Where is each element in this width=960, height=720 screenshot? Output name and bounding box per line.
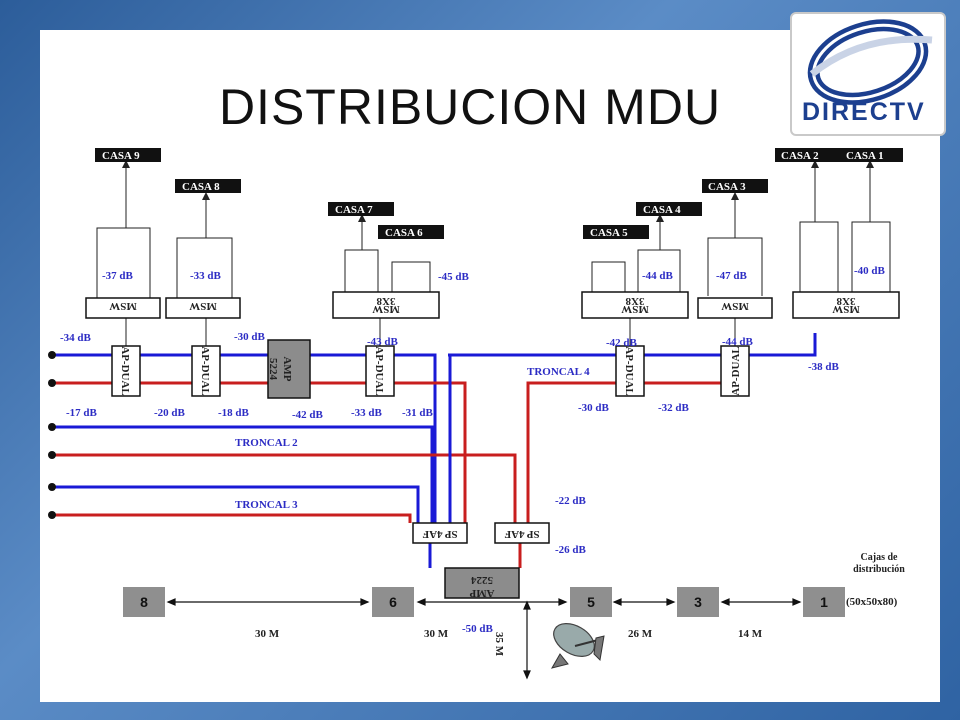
box-5-label: 5	[587, 594, 595, 610]
sp4af-1-label: SP 4AF	[422, 528, 457, 540]
casa-3-label: CASA 3	[708, 181, 746, 193]
trunk-terminals	[48, 351, 56, 519]
distance-label: 30 M	[424, 628, 449, 640]
db-label: -47 dB	[716, 270, 748, 282]
db-label: -20 dB	[154, 407, 186, 419]
db-label: -38 dB	[808, 361, 840, 373]
msw3x8-2-label: MSW	[621, 303, 649, 315]
box-3-label: 3	[694, 594, 702, 610]
msw3x8-3-label: MSW	[832, 303, 860, 315]
msw-1-label: MSW	[109, 300, 137, 312]
msw3x8-1-label: MSW	[372, 303, 400, 315]
arrowheads	[122, 160, 874, 222]
db-label: -44 dB	[642, 270, 674, 282]
directv-logo: DIRECTV	[790, 12, 946, 136]
casa-4-label: CASA 4	[643, 204, 681, 216]
sp4af-2-label: SP 4AF	[504, 528, 539, 540]
db-label: -33 dB	[351, 407, 383, 419]
distance-label: 14 M	[738, 628, 763, 640]
db-label: -32 dB	[658, 402, 690, 414]
distance-label: 30 M	[255, 628, 280, 640]
msw3x8-1-sub: 3X8	[376, 295, 395, 307]
db-label: -42 dB	[606, 337, 638, 349]
casa-7-label: CASA 7	[335, 204, 373, 216]
box-8-label: 8	[140, 594, 148, 610]
ap-dual-4-label: AP-DUAL	[623, 346, 635, 396]
amp-top: AMP 5224	[267, 339, 311, 399]
troncal-2-label: TRONCAL 2	[235, 437, 298, 449]
db-label: -26 dB	[555, 544, 587, 556]
db-label: -43 dB	[367, 336, 399, 348]
db-label: -50 dB	[462, 623, 494, 635]
casa-6-label: CASA 6	[385, 227, 423, 239]
db-label: -37 dB	[102, 270, 134, 282]
amp-top-label: AMP	[281, 356, 293, 381]
ap-dual-1-label: AP-DUAL	[119, 346, 131, 396]
bottom-devices: SP 4AF SP 4AF AMP 5224	[412, 522, 550, 599]
box-6-label: 6	[389, 594, 397, 610]
db-label: -44 dB	[722, 336, 754, 348]
casa-labels: CASA 9 CASA 8 CASA 7 CASA 6 CASA 5 CASA …	[95, 148, 903, 239]
db-label: -31 dB	[402, 407, 434, 419]
distance-labels: 30 M 30 M 26 M 14 M 35 M	[255, 628, 763, 657]
casa-5-label: CASA 5	[590, 227, 628, 239]
amp-bottom-label: AMP	[469, 587, 494, 599]
db-label: -17 dB	[66, 407, 98, 419]
ap-dual-2-label: AP-DUAL	[199, 346, 211, 396]
ap-dual-taps: AP-DUAL AP-DUAL AP-DUAL AP-DUAL AP-DUAL	[111, 345, 750, 397]
cajas-size: (50x50x80)	[846, 596, 898, 608]
trunk-names: TRONCAL 2 TRONCAL 3 TRONCAL 4	[235, 366, 590, 511]
casa-8-label: CASA 8	[182, 181, 220, 193]
distance-arrows	[166, 598, 802, 680]
distribution-boxes: 8 6 5 3 1	[123, 587, 845, 617]
db-label: -30 dB	[234, 331, 266, 343]
db-label: -40 dB	[854, 265, 886, 277]
satellite-dish-icon	[550, 623, 605, 669]
msw3x8-2-sub: 3X8	[625, 295, 644, 307]
ap-dual-3-label: AP-DUAL	[373, 346, 385, 396]
distance-label: 26 M	[628, 628, 653, 640]
troncal-3-label: TRONCAL 3	[235, 499, 298, 511]
cajas-title: Cajas de distribución	[853, 552, 905, 575]
msw-2-label: MSW	[189, 300, 217, 312]
logo-text: DIRECTV	[802, 98, 926, 126]
db-label: -42 dB	[292, 409, 324, 421]
db-label: -33 dB	[190, 270, 222, 282]
db-label: -22 dB	[555, 495, 587, 507]
amp-top-model: 5224	[267, 358, 279, 381]
cajas-info: Cajas de distribución (50x50x80)	[846, 552, 905, 608]
msw-3-label: MSW	[721, 300, 749, 312]
page-title: DISTRIBUCION MDU	[218, 79, 722, 135]
casa-9-label: CASA 9	[102, 150, 140, 162]
db-labels: -37 dB -33 dB -45 dB -44 dB -47 dB -40 d…	[60, 265, 886, 635]
distance-label: 35 M	[493, 632, 505, 657]
db-label: -18 dB	[218, 407, 250, 419]
casa-2-label: CASA 2	[781, 150, 819, 162]
db-label: -45 dB	[438, 271, 470, 283]
db-label: -30 dB	[578, 402, 610, 414]
troncal-4-label: TRONCAL 4	[527, 366, 590, 378]
casa-1-label: CASA 1	[846, 150, 884, 162]
multiswitches: MSW MSW MSW MSW 3X8 MSW 3X8 MSW 3X8	[85, 291, 900, 319]
ap-dual-5-label: AP-DUAL	[730, 346, 742, 396]
box-1-label: 1	[820, 594, 828, 610]
amp-bottom-model: 5224	[471, 574, 494, 586]
db-label: -34 dB	[60, 332, 92, 344]
msw3x8-3-sub: 3X8	[836, 295, 855, 307]
